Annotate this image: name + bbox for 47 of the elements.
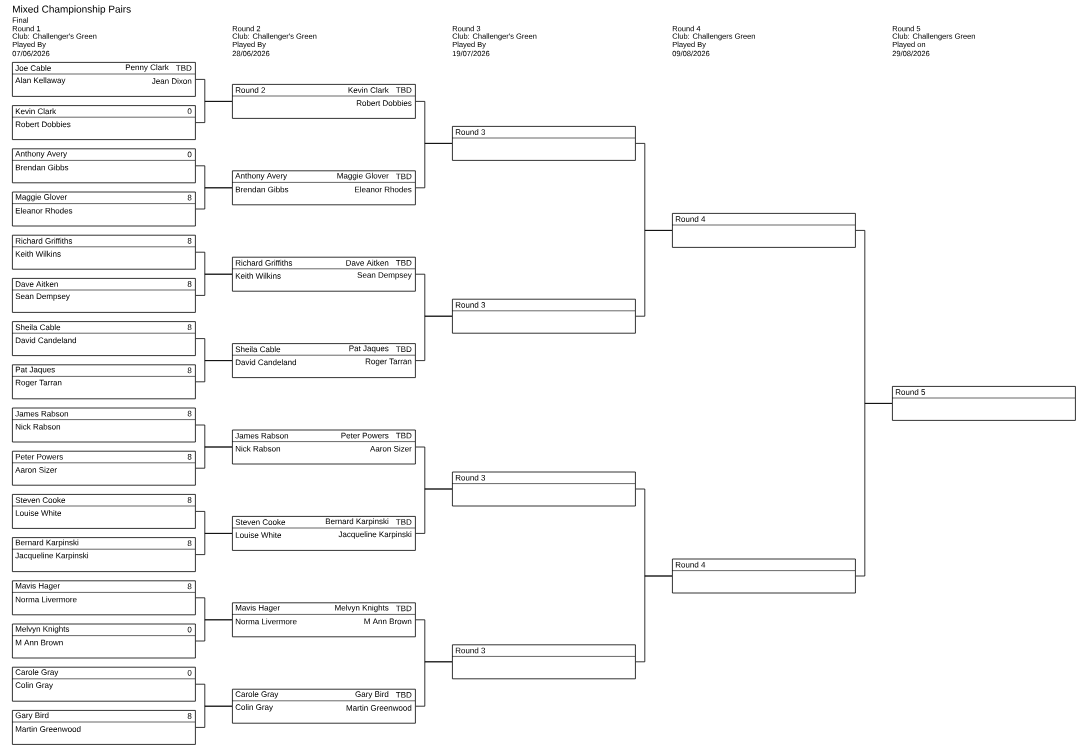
match-box: Sheila Cable Pat Jaques TBD David Candeland Roger Tarran (231, 343, 416, 378)
match-box: James Rabson 8 Nick Rabson (11, 407, 196, 443)
match-box: Anthony Avery 0 Brendan Gibbs (11, 148, 196, 184)
bracket-line (195, 619, 233, 642)
bracket-line (635, 230, 673, 317)
match-box: Mavis Hager Melvyn Knights TBD Norma Livermore M Ann Brown (231, 602, 416, 638)
title: Mixed Championship Pairs (13, 5, 131, 15)
bracket-line (415, 488, 453, 534)
bracket-line (195, 533, 233, 555)
match-box: Carole Gray 0 Colin Gray (11, 666, 196, 702)
bracket-line (195, 446, 233, 469)
match-box: Round 3 (451, 644, 636, 680)
match-box: Round 4 (671, 213, 856, 248)
match-box: Round 3 (451, 471, 636, 507)
bracket-line (195, 101, 233, 123)
match-box: Melvyn Knights 0 M Ann Brown (11, 623, 196, 659)
match-box: Gary Bird 8 Martin Greenwood (11, 710, 196, 745)
match-box: Mavis Hager 8 Norma Livermore (11, 580, 196, 616)
match-box: Carole Gray Gary Bird TBD Colin Gray Martin Greenwood (231, 688, 416, 724)
match-box: Round 3 (451, 126, 636, 161)
match-box: Round 2 Kevin Clark TBD Robert Dobbies (231, 84, 416, 119)
match-box: James Rabson Peter Powers TBD Nick Rabson Aaron Sizer (231, 429, 416, 465)
match-box: Dave Aitken 8 Sean Dempsey (11, 278, 196, 313)
bracket-line (415, 661, 453, 707)
match-box: Round 3 (451, 298, 636, 334)
bracket-line (195, 187, 233, 210)
match-box: Steven Cooke Bernard Karpinski TBD Louise White Jacqueline Karpinski (231, 516, 416, 551)
bracket-line (855, 403, 893, 577)
match-box: Round 5 (891, 386, 1076, 421)
bracket-line (195, 705, 233, 728)
match-box: Peter Powers 8 Aaron Sizer (11, 450, 196, 486)
bracket-line (195, 360, 233, 383)
match-box: Richard Griffiths 8 Keith Wilkins (11, 234, 196, 270)
match-box: Kevin Clark 0 Robert Dobbies (11, 105, 196, 140)
bracket-line (635, 575, 673, 663)
match-box: Bernard Karpinski 8 Jacqueline Karpinski (11, 537, 196, 572)
match-box: Sheila Cable 8 David Candeland (11, 321, 196, 356)
match-box: Richard Griffiths Dave Aitken TBD Keith Wilkins Sean Dempsey (231, 256, 416, 292)
match-box: Maggie Glover 8 Eleanor Rhodes (11, 191, 196, 227)
bracket-line (195, 273, 233, 296)
match-box: Anthony Avery Maggie Glover TBD Brendan Gibbs Eleanor Rhodes (231, 170, 416, 206)
match-box: Joe Cable Penny Clark TBD Alan Kellaway Jean Dixon (11, 62, 196, 97)
match-box: Pat Jaques 8 Roger Tarran (11, 364, 196, 400)
match-box: Steven Cooke 8 Louise White (11, 494, 196, 529)
bracket-line (415, 315, 453, 361)
match-box: Round 4 (671, 558, 856, 594)
bracket-line (415, 143, 453, 189)
